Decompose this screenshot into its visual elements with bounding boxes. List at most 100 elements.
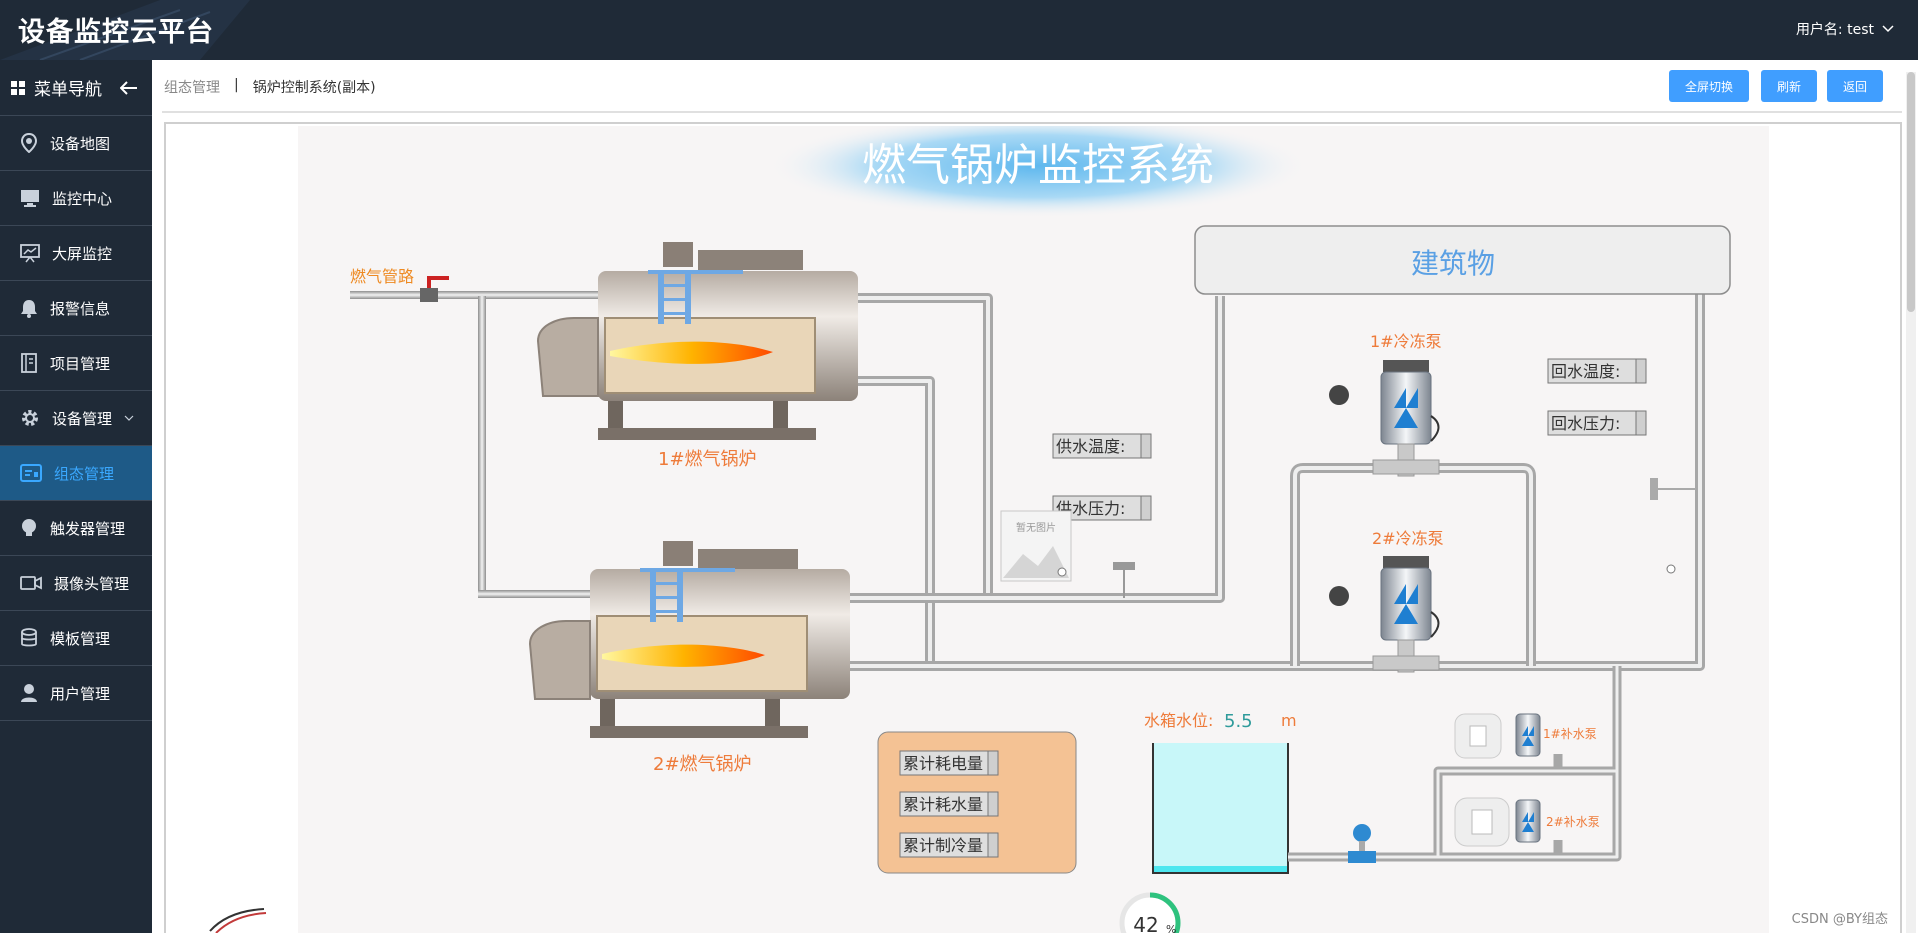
scada-canvas: 燃气锅炉监控系统 燃气管路 1#燃气锅炉 <box>298 126 1769 933</box>
water-tank[interactable] <box>1152 743 1289 874</box>
makeup-pump-1[interactable] <box>1454 713 1541 759</box>
user-menu[interactable]: 用户名: test <box>1796 19 1894 39</box>
boiler-2-label: 2#燃气锅炉 <box>653 754 752 775</box>
sidebar: 菜单导航 设备地图 监控中心 大屏监控 报警信息 项目管理 设备管理 组态管理 … <box>0 60 152 933</box>
building[interactable] <box>1194 225 1731 295</box>
return-temp-display: 回水温度: <box>1547 358 1647 384</box>
arrow-left-icon[interactable] <box>120 80 138 95</box>
chiller-pump-1[interactable] <box>1372 360 1440 477</box>
sidebar-item-device-map[interactable]: 设备地图 <box>0 116 152 171</box>
sidebar-item-triggers[interactable]: 触发器管理 <box>0 501 152 556</box>
cooling-label: 累计制冷量 <box>903 836 983 855</box>
grid-icon <box>11 80 25 95</box>
sidebar-title: 菜单导航 <box>34 80 102 100</box>
bell-icon <box>21 300 37 318</box>
tank-level-unit: m <box>1281 711 1297 730</box>
sidebar-item-label: 报警信息 <box>50 299 111 318</box>
sidebar-item-monitor-center[interactable]: 监控中心 <box>0 171 152 226</box>
presentation-icon <box>20 244 40 263</box>
return-pressure-display: 回水压力: <box>1547 410 1647 436</box>
scrollbar-thumb[interactable] <box>1907 72 1915 312</box>
gas-valve[interactable] <box>420 276 449 302</box>
progress-unit: % <box>1166 923 1176 933</box>
tank-level-label: 水箱水位: <box>1144 711 1213 730</box>
sidebar-item-alarms[interactable]: 报警信息 <box>0 281 152 336</box>
title-glow <box>768 126 1308 218</box>
breadcrumb-root[interactable]: 组态管理 <box>164 80 220 96</box>
breadcrumb-current: 锅炉控制系统(副本) <box>252 80 376 96</box>
power-consumption-label: 累计耗电量 <box>903 754 983 773</box>
camera-icon <box>20 576 42 590</box>
sidebar-item-label: 模板管理 <box>50 629 111 648</box>
corner-decoration <box>209 908 267 933</box>
supply-pipes <box>850 291 1705 671</box>
sidebar-item-label: 用户管理 <box>50 684 111 703</box>
progress-ring: 42 % <box>1119 892 1181 933</box>
makeup-pipes <box>1288 666 1622 862</box>
boiler-1[interactable] <box>536 242 858 440</box>
pressure-sensor <box>1113 562 1135 598</box>
sidebar-item-users[interactable]: 用户管理 <box>0 666 152 721</box>
no-image-placeholder: 暂无图片 <box>1000 510 1072 582</box>
dashboard-card-icon <box>20 464 42 482</box>
return-sensor-dot <box>1666 564 1676 574</box>
makeup-pump-1-label: 1#补水泵 <box>1543 727 1597 741</box>
power-consumption-display: 累计耗电量 <box>899 750 999 776</box>
return-temp-label: 回水温度: <box>1551 362 1620 381</box>
sidebar-item-cameras[interactable]: 摄像头管理 <box>0 556 152 611</box>
building-label: 建筑物 <box>1411 247 1495 280</box>
sidebar-item-label: 设备管理 <box>52 409 113 428</box>
sidebar-item-label: 触发器管理 <box>50 519 126 538</box>
header-decoration <box>0 0 250 60</box>
water-consumption-display: 累计耗水量 <box>899 791 999 817</box>
sidebar-item-config[interactable]: 组态管理 <box>0 446 152 501</box>
watermark: CSDN @BY组态 <box>1791 912 1888 927</box>
sidebar-item-label: 组态管理 <box>54 464 115 483</box>
gear-icon <box>22 410 38 426</box>
top-bar: 设备监控云平台 用户名: test <box>0 0 1918 60</box>
gauge-knob-1 <box>1329 385 1349 405</box>
supply-pressure-label: 供水压力: <box>1056 499 1125 518</box>
progress-value: 42 <box>1133 913 1158 933</box>
chiller-pump-2[interactable] <box>1372 556 1440 673</box>
breadcrumb: 组态管理 | 锅炉控制系统(副本) <box>164 77 376 97</box>
boiler-2[interactable] <box>528 541 850 738</box>
sidebar-item-big-screen[interactable]: 大屏监控 <box>0 226 152 281</box>
sidebar-item-devices[interactable]: 设备管理 <box>0 391 152 446</box>
return-sensor <box>1650 478 1696 500</box>
chevron-down-icon <box>124 415 134 421</box>
refresh-button[interactable]: 刷新 <box>1761 70 1817 102</box>
sidebar-item-label: 摄像头管理 <box>54 574 130 593</box>
makeup-pump-2[interactable] <box>1454 797 1541 847</box>
breadcrumb-separator: | <box>234 77 239 93</box>
makeup-pump-2-label: 2#补水泵 <box>1546 815 1600 829</box>
supply-temp-label: 供水温度: <box>1056 437 1125 456</box>
bulb-icon <box>22 519 36 536</box>
flow-meter[interactable] <box>1348 824 1376 863</box>
tank-level-value: 5.5 <box>1224 711 1253 732</box>
database-icon <box>21 628 37 647</box>
water-consumption-label: 累计耗水量 <box>903 795 983 814</box>
chiller-pump-1-label: 1#冷冻泵 <box>1370 332 1442 351</box>
sidebar-item-label: 大屏监控 <box>52 244 113 263</box>
return-pressure-label: 回水压力: <box>1551 414 1620 433</box>
sidebar-item-projects[interactable]: 项目管理 <box>0 336 152 391</box>
gauge-knob-2 <box>1329 586 1349 606</box>
sidebar-item-templates[interactable]: 模板管理 <box>0 611 152 666</box>
chevron-down-icon <box>1882 25 1894 33</box>
progress-arc <box>1119 892 1181 933</box>
app-title: 设备监控云平台 <box>18 17 214 48</box>
vertical-scrollbar[interactable] <box>1906 72 1916 933</box>
map-pin-icon <box>20 133 38 153</box>
supply-temp-display: 供水温度: <box>1052 433 1152 459</box>
monitor-icon <box>21 190 39 207</box>
username-label: 用户名: test <box>1795 22 1874 38</box>
scene-title: 燃气锅炉监控系统 <box>862 140 1214 191</box>
sidebar-item-label: 项目管理 <box>50 354 111 373</box>
no-image-text: 暂无图片 <box>1016 521 1056 534</box>
user-icon <box>21 684 37 702</box>
back-button[interactable]: 返回 <box>1827 70 1883 102</box>
fullscreen-button[interactable]: 全屏切换 <box>1669 70 1749 102</box>
sidebar-item-label: 监控中心 <box>52 189 113 208</box>
header-divider <box>162 111 1902 113</box>
